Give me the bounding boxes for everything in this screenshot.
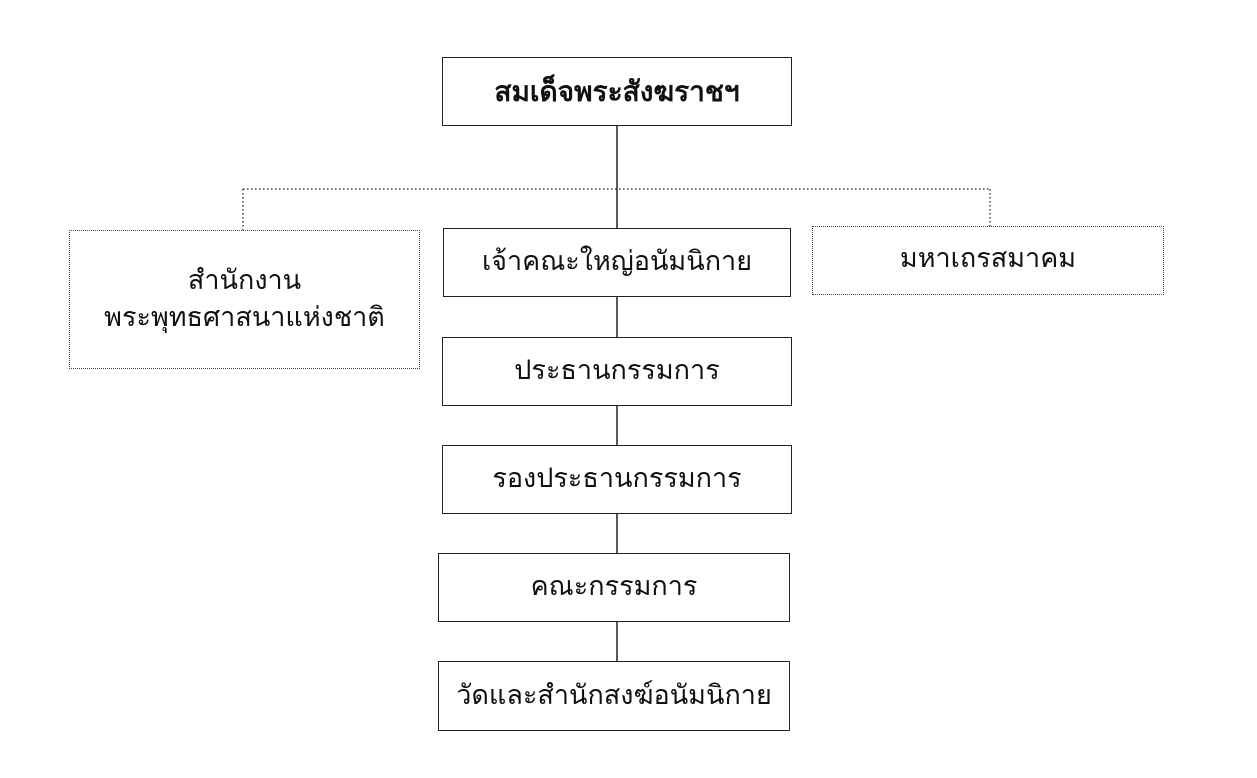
- left-branch-line-1: สำนักงาน: [187, 265, 302, 297]
- center-node-5-label: วัดและสำนักสงฆ์อนัมนิกาย: [456, 679, 772, 711]
- center-node-3-label: รองประธานกรรมการ: [492, 463, 742, 495]
- root-label: สมเด็จพระสังฆราชฯ: [494, 74, 740, 108]
- center-node-5: วัดและสำนักสงฆ์อนัมนิกาย: [438, 661, 790, 731]
- left-branch-node: สำนักงาน พระพุทธศาสนาแห่งชาติ: [69, 230, 420, 369]
- root-node: สมเด็จพระสังฆราชฯ: [442, 57, 792, 126]
- center-node-2: ประธานกรรมการ: [442, 337, 792, 406]
- center-node-1-label: เจ้าคณะใหญ่อนัมนิกาย: [481, 246, 753, 278]
- right-branch-node: มหาเถรสมาคม: [812, 226, 1164, 295]
- center-node-3: รองประธานกรรมการ: [442, 445, 792, 514]
- left-branch-line-2: พระพุทธศาสนาแห่งชาติ: [104, 301, 385, 333]
- center-node-2-label: ประธานกรรมการ: [514, 355, 720, 387]
- right-branch-label: มหาเถรสมาคม: [899, 243, 1077, 274]
- center-node-4: คณะกรรมการ: [438, 553, 790, 622]
- center-node-4-label: คณะกรรมการ: [530, 571, 698, 603]
- center-node-1: เจ้าคณะใหญ่อนัมนิกาย: [443, 228, 791, 297]
